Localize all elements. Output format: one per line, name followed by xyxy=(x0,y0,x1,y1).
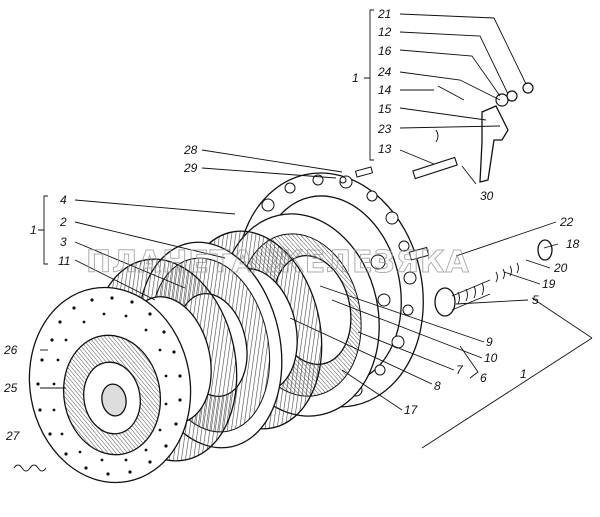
callout-6: 6 xyxy=(480,371,487,385)
callout-2: 2 xyxy=(59,215,67,229)
callout-14: 14 xyxy=(378,83,392,97)
callout-27: 27 xyxy=(5,429,21,443)
callout-8: 8 xyxy=(434,379,441,393)
callout-29: 29 xyxy=(183,161,198,175)
callout-3: 3 xyxy=(60,235,67,249)
callout-25: 25 xyxy=(3,381,18,395)
callout-1-left: 1 xyxy=(30,223,37,237)
callout-10: 10 xyxy=(484,351,498,365)
callout-13: 13 xyxy=(378,142,392,156)
callout-5: 5 xyxy=(532,293,539,307)
callout-1-right: 1 xyxy=(520,367,527,381)
callout-16: 16 xyxy=(378,44,392,58)
release-piston-parts xyxy=(408,239,553,317)
callout-30: 30 xyxy=(480,189,494,203)
callout-15: 15 xyxy=(378,102,392,116)
spring-27 xyxy=(13,464,47,472)
callout-1-top: 1 xyxy=(352,71,359,85)
callout-18: 18 xyxy=(566,237,580,251)
driven-disc xyxy=(28,286,192,484)
release-lever-assembly xyxy=(339,82,534,184)
callout-9: 9 xyxy=(486,335,493,349)
callout-21: 21 xyxy=(377,7,391,21)
watermark-text: ПЛАНЕТА ЖЕЛЕЗЯКА xyxy=(86,245,470,280)
callout-22: 22 xyxy=(559,215,574,229)
callout-28: 28 xyxy=(183,143,198,157)
callout-19: 19 xyxy=(542,277,556,291)
callout-17: 17 xyxy=(404,403,419,417)
callout-7: 7 xyxy=(456,363,464,377)
callout-23: 23 xyxy=(377,122,392,136)
leader-lines xyxy=(38,9,593,449)
callout-26: 26 xyxy=(3,343,18,357)
callout-24: 24 xyxy=(377,65,392,79)
callout-4: 4 xyxy=(60,193,67,207)
callout-20: 20 xyxy=(553,261,568,275)
callout-11: 11 xyxy=(58,254,70,268)
callout-12: 12 xyxy=(378,25,392,39)
